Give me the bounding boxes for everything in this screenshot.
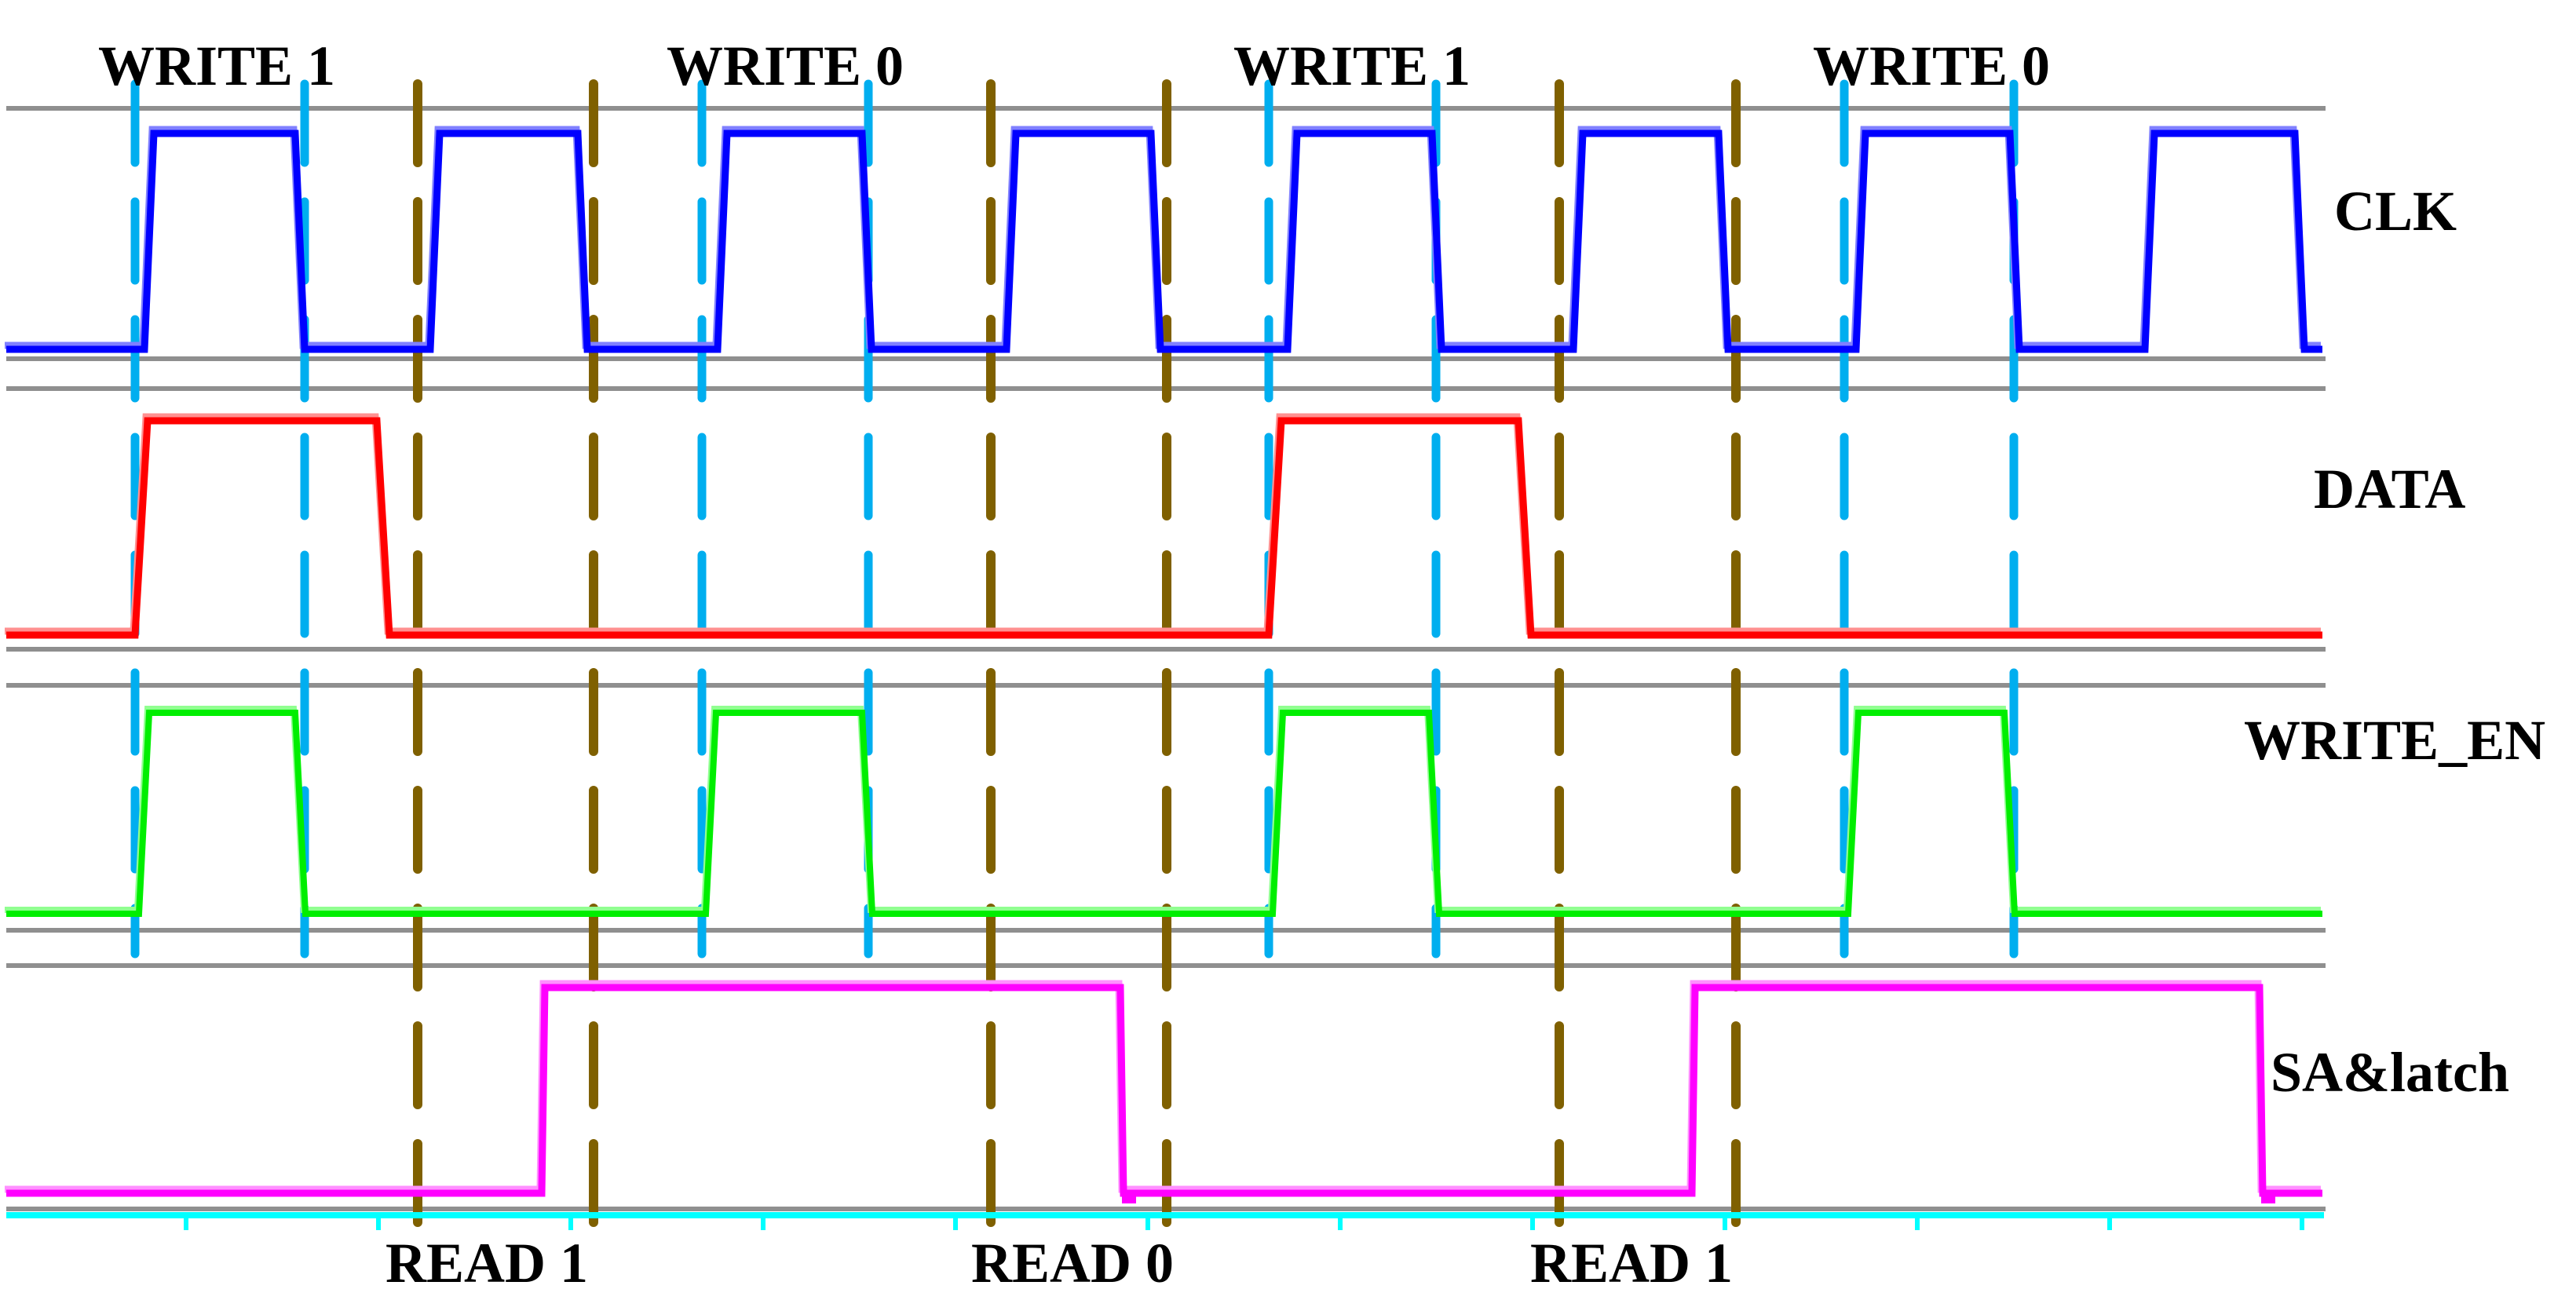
read-label-0: READ 1 [385, 1232, 588, 1295]
guides-layer [130, 79, 2019, 1227]
signal-label-sa-latch: SA&latch [2271, 1041, 2509, 1104]
signal-label-write-en: WRITE_EN [2244, 709, 2545, 772]
read-label-1: READ 0 [971, 1232, 1174, 1295]
axis-layer [6, 1212, 2324, 1230]
signal-label-data: DATA [2314, 458, 2465, 520]
waveforms-layer [5, 126, 2322, 1203]
write-label-0: WRITE 1 [98, 35, 335, 97]
write-label-3: WRITE 0 [1813, 35, 2050, 97]
write-label-2: WRITE 1 [1233, 35, 1471, 97]
labels-layer: WRITE 1 WRITE 0 WRITE 1 WRITE 0 READ 1 R… [98, 35, 2545, 1295]
read-label-2: READ 1 [1530, 1232, 1733, 1295]
write-label-1: WRITE 0 [667, 35, 904, 97]
signal-label-clk: CLK [2334, 180, 2457, 243]
